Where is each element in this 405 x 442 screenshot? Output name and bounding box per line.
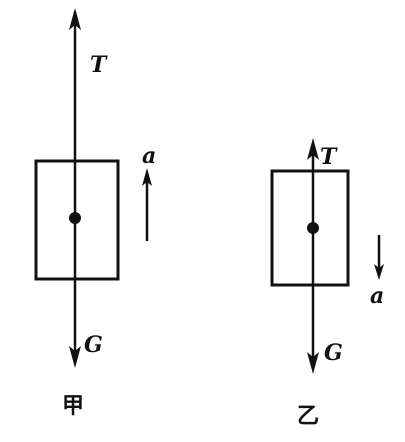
block-yi [270,169,350,287]
caption-yi: 乙 [297,404,319,429]
caption-jia: 甲 [62,394,84,419]
acceleration-arrowhead-yi [374,264,384,280]
acceleration-label-jia: a [142,143,156,169]
tension-label-jia: T [90,52,108,78]
gravity-arrowhead-yi [307,352,319,374]
gravity-arrowhead-jia [69,346,81,368]
gravity-label-yi: G [324,340,343,366]
tension-label-yi: T [320,144,338,170]
acceleration-arrowhead-jia [142,168,152,186]
acceleration-label-yi: a [370,283,384,309]
diagram-jia: T a G 甲 [34,8,156,419]
diagram-yi: T a G 乙 [270,138,384,429]
gravity-label-jia: G [84,332,103,358]
tension-arrowhead-jia [69,8,81,30]
center-dot-jia [69,212,81,224]
block-jia [34,159,120,281]
tension-arrowhead-yi [307,138,319,160]
center-dot-yi [307,222,319,234]
